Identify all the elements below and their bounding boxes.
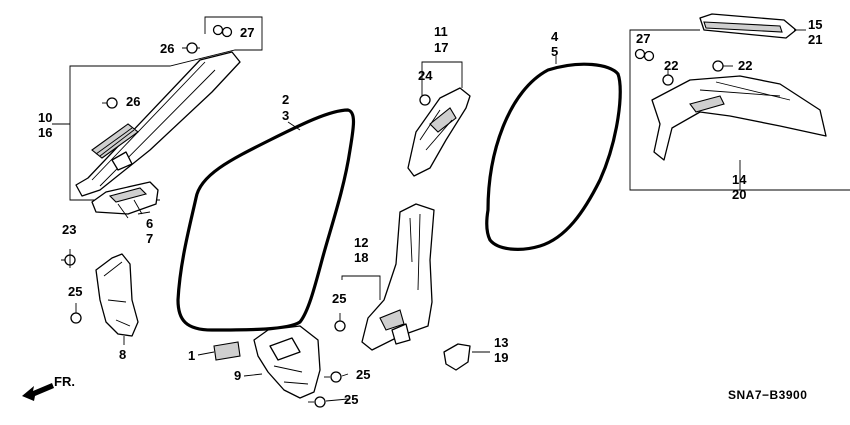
b-pillar-lower-bracket xyxy=(341,275,381,300)
lower-garnish-9[interactable] xyxy=(253,325,321,399)
kick-panel-8[interactable] xyxy=(95,253,139,337)
callout-27b: 27 xyxy=(636,31,650,46)
callout-7: 7 xyxy=(146,231,153,246)
rear-door-weatherstrip-4-5[interactable] xyxy=(485,62,622,251)
callout-24: 24 xyxy=(418,68,433,83)
callout-1: 1 xyxy=(188,348,195,363)
callout-13: 13 xyxy=(494,335,508,350)
clip-25b[interactable] xyxy=(324,371,342,383)
callout-25b: 25 xyxy=(356,367,370,382)
clip-27b[interactable] xyxy=(634,48,655,62)
callout-22b: 22 xyxy=(738,58,752,73)
diagram-code: SNA7−B3900 xyxy=(728,388,807,402)
roof-side-garnish-15-21[interactable] xyxy=(699,13,797,39)
clip-26b[interactable] xyxy=(102,97,118,109)
callout-numbers: 27 26 26 10 16 6 7 23 25 8 2 3 1 9 25 25… xyxy=(38,17,822,407)
clip-25c[interactable] xyxy=(308,396,326,408)
callout-27a: 27 xyxy=(240,25,254,40)
clip-24[interactable] xyxy=(419,94,431,106)
callout-3: 3 xyxy=(282,108,289,123)
callout-6: 6 xyxy=(146,216,153,231)
clip-22a[interactable] xyxy=(662,69,674,86)
callout-26b: 26 xyxy=(126,94,140,109)
callout-20: 20 xyxy=(732,187,746,202)
callout-9: 9 xyxy=(234,368,241,383)
front-direction-arrow: FR. xyxy=(22,374,75,401)
callout-4: 4 xyxy=(551,29,559,44)
leader-lines xyxy=(69,29,806,402)
b-pillar-upper-bracket xyxy=(421,61,463,100)
callout-12: 12 xyxy=(354,235,368,250)
callout-21: 21 xyxy=(808,32,822,47)
callout-8: 8 xyxy=(119,347,126,362)
callout-26a: 26 xyxy=(160,41,174,56)
clip-27a[interactable] xyxy=(212,24,233,38)
callout-25d: 25 xyxy=(332,291,346,306)
a-pillar-group-box xyxy=(52,16,263,201)
b-pillar-lower-garnish[interactable] xyxy=(361,203,435,351)
clip-22b[interactable] xyxy=(712,60,733,72)
callout-15: 15 xyxy=(808,17,822,32)
callout-25a: 25 xyxy=(68,284,82,299)
garnish-panel-6-7[interactable] xyxy=(91,181,159,219)
callout-23: 23 xyxy=(62,222,76,237)
b-pillar-upper-garnish[interactable] xyxy=(407,87,471,177)
callout-19: 19 xyxy=(494,350,508,365)
pad-1[interactable] xyxy=(213,341,241,361)
callout-10: 10 xyxy=(38,110,52,125)
a-pillar-garnish[interactable] xyxy=(75,51,241,197)
callout-5: 5 xyxy=(551,44,558,59)
clip-25a[interactable] xyxy=(70,303,82,324)
front-door-weatherstrip-2-3[interactable] xyxy=(176,108,356,332)
callout-25c: 25 xyxy=(344,392,358,407)
callout-22a: 22 xyxy=(664,58,678,73)
c-pillar-group-box xyxy=(629,29,850,191)
clip-26a[interactable] xyxy=(182,42,200,54)
callout-17: 17 xyxy=(434,40,448,55)
callout-14: 14 xyxy=(732,172,747,187)
clip-25d[interactable] xyxy=(334,313,346,332)
front-label: FR. xyxy=(54,374,75,389)
callout-16: 16 xyxy=(38,125,52,140)
callout-2: 2 xyxy=(282,92,289,107)
callout-18: 18 xyxy=(354,250,368,265)
c-pillar-garnish[interactable] xyxy=(651,75,827,161)
clip-23[interactable] xyxy=(61,249,76,266)
cover-13-19[interactable] xyxy=(443,343,471,371)
callout-11: 11 xyxy=(434,24,448,39)
